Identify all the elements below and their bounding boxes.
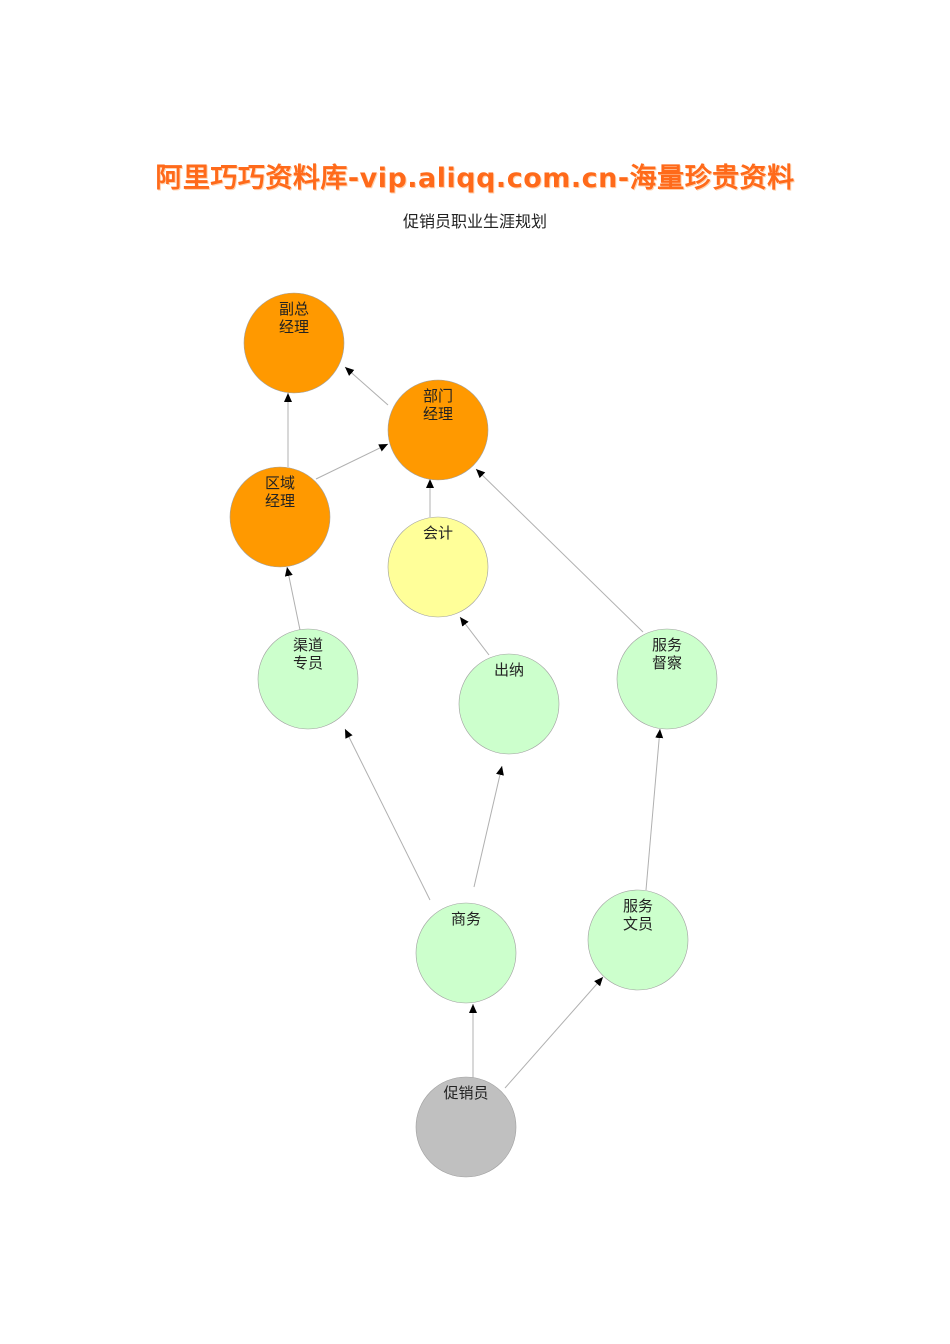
node-label-region_mgr-1: 经理 — [265, 492, 295, 510]
node-circle-business — [415, 902, 517, 1004]
node-label-vice_gm-0: 副总 — [279, 300, 309, 318]
node-cashier: 出纳 — [458, 653, 560, 755]
node-promoter: 促销员 — [415, 1076, 517, 1178]
edge-channel-to-region_mgr — [284, 566, 301, 631]
edge-promoter-to-clerk — [504, 976, 604, 1089]
node-label-dept_mgr-0: 部门 — [423, 387, 453, 405]
node-circle-vice_gm — [243, 292, 345, 394]
edge-cashier-to-accountant — [459, 616, 490, 656]
banner-watermark: 阿里巧巧资料库-vip.aliqq.com.cn-海量珍贵资料 — [155, 163, 795, 194]
node-circle-promoter — [415, 1076, 517, 1178]
node-label-channel-1: 专员 — [293, 654, 323, 672]
node-circle-accountant — [387, 516, 489, 618]
page-title: 促销员职业生涯规划 — [402, 212, 547, 231]
node-label-supervisor-0: 服务 — [652, 636, 682, 654]
node-circle-clerk — [587, 889, 689, 991]
edge-dept_mgr-to-vice_gm — [344, 366, 389, 406]
edge-supervisor-to-dept_mgr — [475, 468, 644, 633]
node-label-supervisor-1: 督察 — [652, 654, 682, 672]
node-label-dept_mgr-1: 经理 — [423, 405, 453, 423]
node-label-promoter-0: 促销员 — [443, 1084, 488, 1102]
node-label-region_mgr-0: 区域 — [265, 474, 295, 492]
node-label-channel-0: 渠道 — [293, 636, 323, 654]
edge-business-to-cashier — [473, 765, 504, 888]
node-label-accountant-0: 会计 — [423, 524, 453, 542]
nodes-layer: 副总经理部门经理区域经理会计渠道专员出纳服务督察商务服务文员促销员 — [229, 292, 718, 1178]
node-business: 商务 — [415, 902, 517, 1004]
edge-clerk-to-supervisor — [645, 728, 664, 891]
edge-business-to-channel — [344, 728, 431, 901]
node-circle-cashier — [458, 653, 560, 755]
edges-layer — [284, 366, 664, 1089]
node-accountant: 会计 — [387, 516, 489, 618]
node-label-business-0: 商务 — [451, 910, 481, 928]
node-label-vice_gm-1: 经理 — [279, 318, 309, 336]
node-label-clerk-0: 服务 — [623, 897, 653, 915]
node-circle-region_mgr — [229, 466, 331, 568]
node-circle-channel — [257, 628, 359, 730]
node-circle-supervisor — [616, 628, 718, 730]
edge-region_mgr-to-dept_mgr — [315, 443, 389, 480]
node-label-clerk-1: 文员 — [623, 915, 653, 933]
node-circle-dept_mgr — [387, 379, 489, 481]
node-label-cashier-0: 出纳 — [494, 661, 524, 679]
